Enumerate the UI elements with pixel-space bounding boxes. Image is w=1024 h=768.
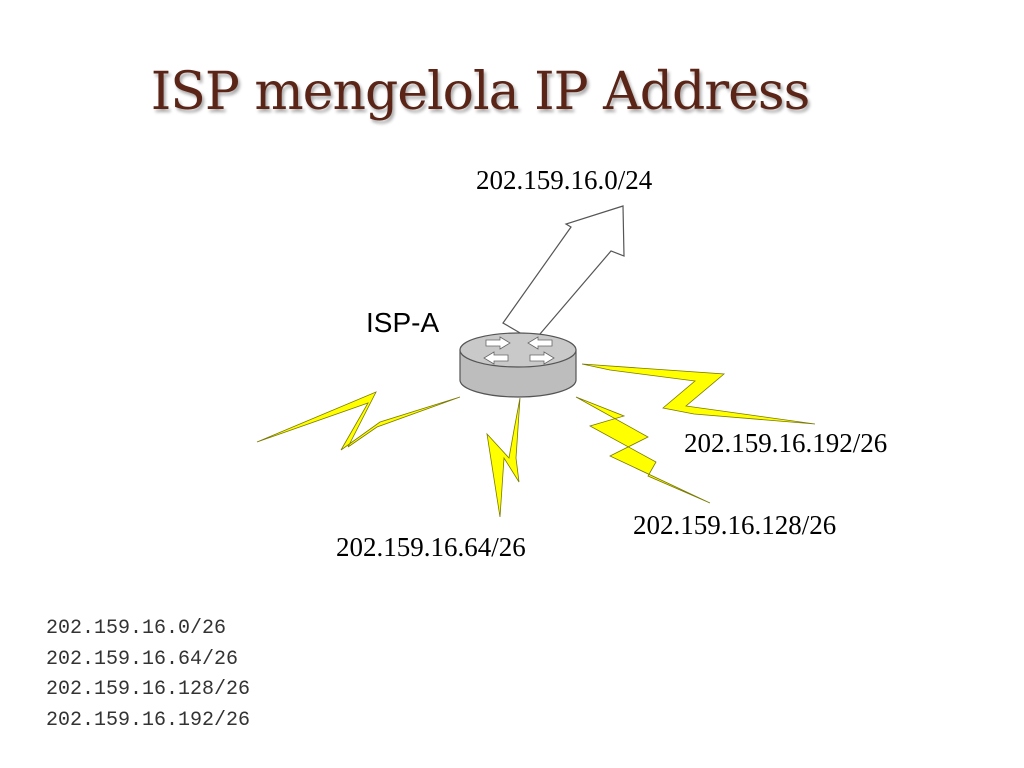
link-bolt-right-icon — [581, 363, 816, 425]
link-bolt-left-icon — [256, 391, 461, 451]
link-bolt-bottom-icon — [486, 397, 521, 518]
subnet-list-item: 202.159.16.64/26 — [46, 647, 239, 671]
subnet-list-item: 202.159.16.128/26 — [46, 678, 251, 701]
uplink-network-label: 202.159.16.0/24 — [476, 165, 653, 195]
router-label: ISP-A — [366, 307, 439, 338]
subnet-list: 202.159.16.0/26 202.159.16.64/26 202.159… — [46, 614, 250, 736]
link-label-128: 202.159.16.128/26 — [633, 510, 836, 540]
slide-title: ISP mengelola IP Address — [150, 62, 811, 122]
router-icon — [459, 332, 577, 398]
uplink-arrow-icon — [502, 205, 625, 342]
link-label-192: 202.159.16.192/26 — [684, 428, 887, 458]
link-label-64: 202.159.16.64/26 — [336, 532, 526, 562]
link-bolt-lower-right-icon — [575, 396, 711, 504]
router-arrows-icon — [483, 336, 555, 365]
subnet-list-item: 202.159.16.192/26 — [46, 708, 251, 732]
subnet-list-item: 202.159.16.0/26 — [46, 617, 227, 640]
